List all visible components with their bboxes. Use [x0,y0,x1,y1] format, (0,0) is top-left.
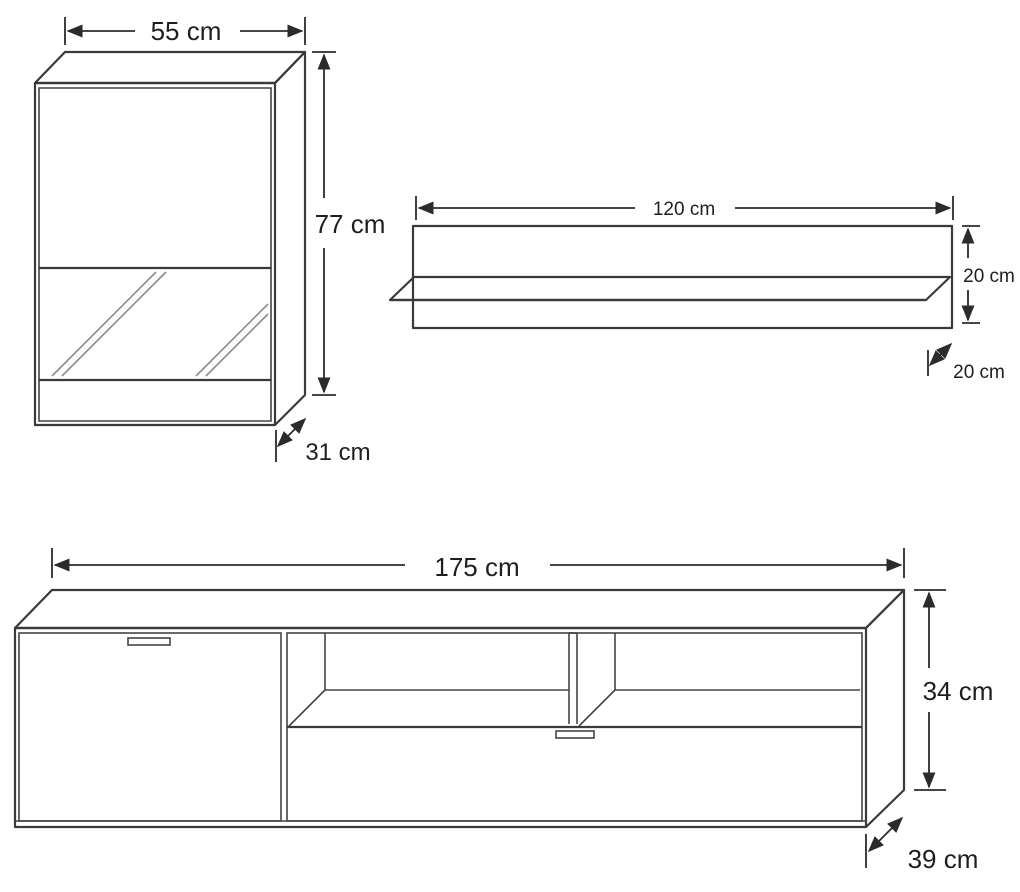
wall-shelf: 120 cm 20 cm 20 cm [388,196,1015,383]
glass-reflection [51,271,269,377]
shelf-depth-label: 20 cm [953,362,1005,383]
tv-unit-drawer-handle [555,730,595,739]
cabinet-inner-frame [38,87,272,422]
tv-unit-depth-arrow [867,816,904,853]
cabinet-depth-label: 31 cm [305,439,370,466]
shelf-height-label: 20 cm [963,266,1015,287]
cabinet-width-label: 55 cm [151,16,222,46]
tv-unit-depth-label: 39 cm [908,844,979,874]
cabinet-depth-arrow [276,417,307,448]
tv-unit-height-label: 34 cm [923,676,994,706]
cabinet-top-face [33,50,307,85]
tv-unit-top-face [13,588,906,630]
tv-unit-front [13,626,868,829]
wall-cabinet: 55 cm 77 cm 31 cm [33,16,386,466]
tv-unit: 175 cm 34 cm 39 cm [13,548,994,874]
tv-unit-width-label: 175 cm [434,552,519,582]
cabinet-side-face [274,50,307,426]
tv-unit-side-face [865,588,906,828]
shelf-depth-arrow [928,342,953,367]
cabinet-height-label: 77 cm [315,209,386,239]
tv-unit-compartments [288,632,860,727]
tv-unit-left-door [18,632,282,822]
shelf-board [388,275,952,302]
cabinet-front [33,81,277,427]
tv-unit-left-door-handle [127,637,171,646]
shelf-width-label: 120 cm [653,199,715,220]
